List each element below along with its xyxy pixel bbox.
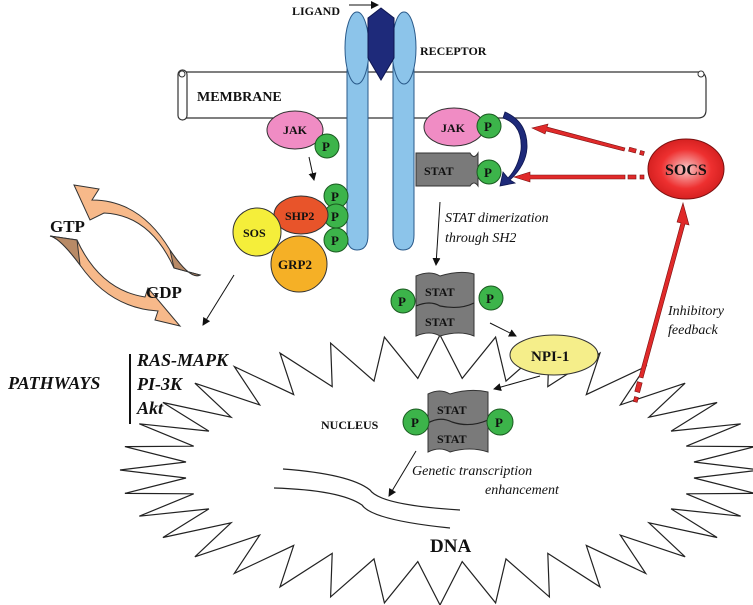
svg-text:P: P	[484, 119, 492, 134]
sos	[232, 207, 282, 257]
jak-to-shp2-arrow	[308, 156, 317, 181]
npi1	[509, 334, 599, 376]
svg-text:P: P	[411, 415, 419, 430]
stat-membrane-label: STAT	[424, 164, 454, 178]
shp2-label: SHP2	[285, 209, 314, 223]
receptor-label: RECEPTOR	[420, 44, 487, 58]
transcription-label-line1: Genetic transcription	[412, 464, 532, 479]
jak-right-label: JAK	[441, 121, 466, 135]
jak-left-label: JAK	[283, 123, 308, 137]
svg-text:P: P	[331, 209, 339, 224]
svg-text:P: P	[322, 139, 330, 154]
jak-left	[266, 110, 324, 150]
svg-text:P: P	[398, 294, 406, 309]
socs	[647, 138, 725, 200]
npi1-label: NPI-1	[531, 349, 569, 365]
inhibitory-label-line2: feedback	[668, 323, 719, 338]
svg-text:P: P	[495, 415, 503, 430]
inhibitory-feedback-arrow	[632, 201, 690, 403]
stat-to-npi1-arrow	[489, 322, 517, 337]
socs-label: SOCS	[665, 162, 707, 179]
pathway-item-pi3k: PI-3K	[136, 374, 184, 394]
phosphorylation-curved-arrow	[499, 111, 528, 187]
ligand	[367, 7, 395, 81]
pathway-item-akt: Akt	[136, 398, 164, 418]
svg-text:STAT: STAT	[425, 285, 455, 299]
dimerization-label-line2: through SH2	[445, 231, 516, 246]
svg-text:P: P	[331, 189, 339, 204]
svg-text:P: P	[484, 165, 492, 180]
gdp-label: GDP	[146, 283, 182, 302]
pathway-item-ras-mapk: RAS-MAPK	[136, 350, 230, 370]
nucleus-label: NUCLEUS	[321, 418, 379, 432]
transcription-label-line2: enhancement	[485, 483, 560, 498]
phosphate-stack: P P P	[323, 183, 349, 253]
dna-strands	[273, 468, 461, 529]
socs-inhibit-arrow-jak	[531, 123, 645, 156]
ligand-label: LIGAND	[292, 4, 340, 18]
socs-inhibit-arrow-stat	[512, 171, 645, 183]
membrane-label: MEMBRANE	[197, 90, 282, 105]
dimerization-label-line1: STAT dimerization	[445, 211, 549, 226]
grp2-label: GRP2	[278, 257, 312, 272]
gtp-label: GTP	[50, 217, 85, 236]
svg-text:STAT: STAT	[425, 315, 455, 329]
npi1-to-nucleus-arrow	[493, 375, 541, 391]
transcription-arrow	[388, 450, 417, 497]
stat-membrane	[415, 151, 479, 188]
sos-label: SOS	[243, 226, 266, 240]
pathways-heading: PATHWAYS	[7, 373, 100, 393]
svg-text:P: P	[486, 291, 494, 306]
stat-dimer-nucleus: STAT STAT P P	[402, 389, 514, 453]
gtp-gdp-cycle	[49, 184, 202, 327]
dna-label: DNA	[430, 536, 471, 557]
membrane	[177, 69, 707, 121]
grp2	[270, 235, 328, 293]
dimerization-arrow	[432, 201, 441, 266]
grp2-to-pathways-arrow	[202, 274, 235, 326]
inhibitory-label-line1: Inhibitory	[667, 304, 725, 319]
phosphate-stat-right: P	[476, 159, 502, 185]
svg-text:STAT: STAT	[437, 403, 467, 417]
phosphate-jak-left: P	[314, 133, 340, 159]
phosphate-jak-right: P	[476, 113, 502, 139]
svg-text:P: P	[331, 233, 339, 248]
stat-dimer-cytoplasm: STAT STAT P P	[390, 271, 504, 337]
svg-text:STAT: STAT	[437, 432, 467, 446]
receptor	[344, 11, 417, 251]
nucleus-envelope	[119, 333, 753, 605]
